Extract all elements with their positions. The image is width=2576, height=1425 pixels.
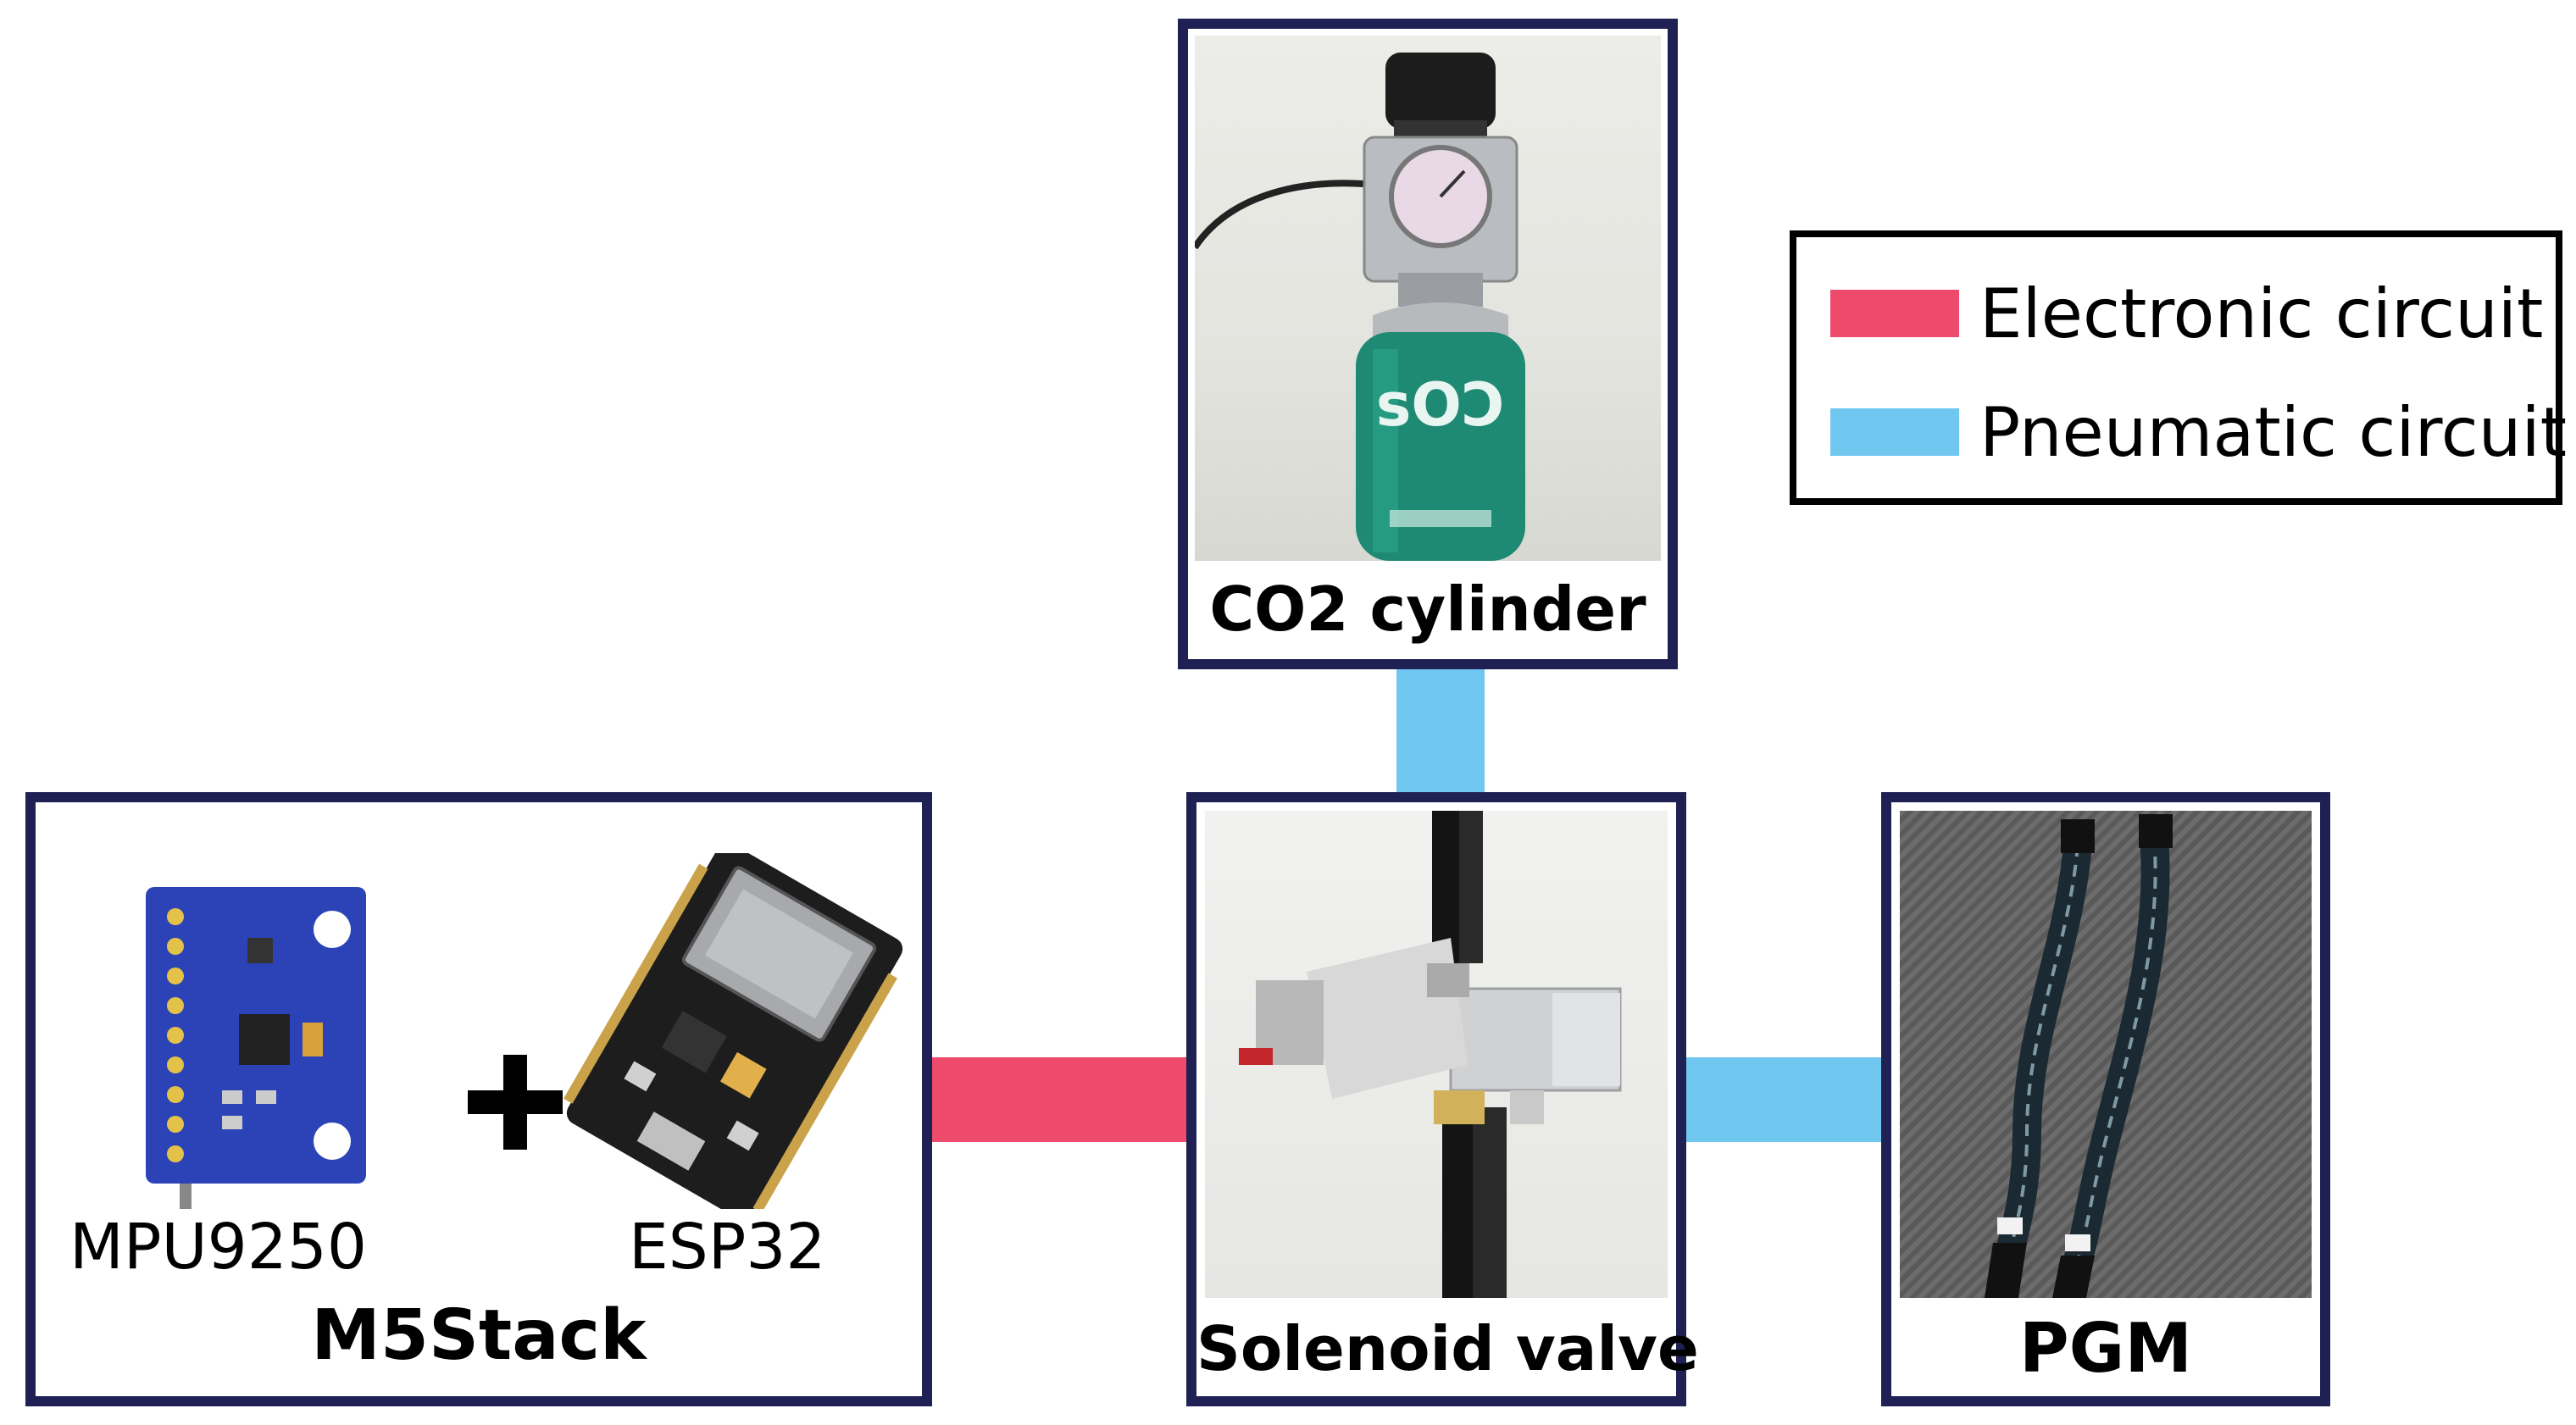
pgm-label: PGM — [2019, 1309, 2192, 1388]
legend: Electronic circuit Pneumatic circuit — [1790, 230, 2567, 505]
solenoid-valve-box: Solenoid valve — [1186, 792, 1699, 1406]
plus-icon — [468, 1055, 563, 1150]
pgm-box: PGM — [1881, 792, 2330, 1406]
co2-cylinder-box: sOƆ CO2 cylinder — [1178, 19, 1678, 669]
m5stack-box: MPU9250 ESP32 M5Stack — [25, 792, 932, 1406]
electronic-connector-m5stack-valve — [929, 1057, 1191, 1142]
solenoid-valve-photo — [1205, 811, 1668, 1298]
electronic-circuit-swatch — [1830, 290, 1959, 337]
co2-cylinder-photo: sOƆ — [1195, 36, 1661, 561]
pneumatic-connector-co2-valve — [1396, 665, 1485, 792]
electronic-circuit-label: Electronic circuit — [1979, 274, 2544, 353]
svg-text:sOƆ: sOƆ — [1376, 370, 1506, 440]
mpu9250-photo — [129, 887, 383, 1209]
legend-item-electronic: Electronic circuit — [1830, 274, 2543, 353]
m5stack-label: M5Stack — [311, 1295, 647, 1376]
co2-cylinder-label: CO2 cylinder — [1209, 574, 1646, 645]
solenoid-valve-label: Solenoid valve — [1196, 1313, 1699, 1384]
legend-item-pneumatic: Pneumatic circuit — [1830, 393, 2567, 472]
pneumatic-connector-valve-pgm — [1683, 1057, 1886, 1142]
pgm-photo — [1900, 811, 2312, 1298]
pneumatic-circuit-label: Pneumatic circuit — [1979, 392, 2568, 472]
esp32-photo — [552, 853, 917, 1209]
pneumatic-circuit-swatch — [1830, 408, 1959, 456]
esp32-label: ESP32 — [629, 1211, 826, 1284]
mpu9250-label: MPU9250 — [69, 1211, 367, 1284]
